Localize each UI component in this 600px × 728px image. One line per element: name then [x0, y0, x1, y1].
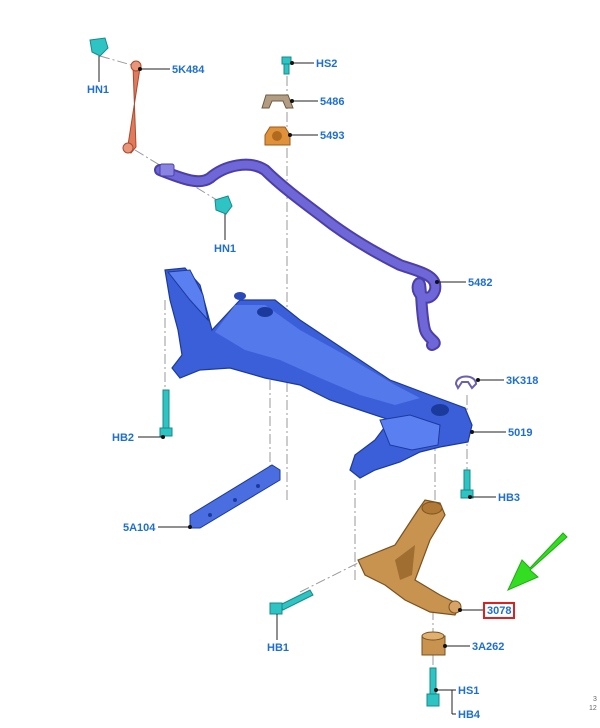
label-5482: 5482: [468, 277, 492, 289]
bolt-hb2: [159, 389, 173, 437]
label-3a262: 3A262: [472, 641, 504, 653]
front-subframe: [164, 267, 473, 479]
bolt-hb3: [460, 469, 474, 499]
stabilizer-bushing-5493: [264, 126, 291, 146]
bolt-hs2: [281, 56, 292, 75]
control-arm-bushing: [421, 631, 446, 656]
label-5019: 5019: [508, 427, 532, 439]
nut-hb4: [426, 693, 440, 707]
label-5a104: 5A104: [123, 522, 156, 534]
label-3078: 3078: [487, 605, 511, 617]
label-hb3: HB3: [498, 492, 520, 504]
label-hn1-top: HN1: [87, 84, 109, 96]
stabilizer-bar: [154, 158, 442, 351]
reinforcement-plate: [189, 464, 281, 529]
leader-dots: [138, 61, 480, 692]
bolt-hb1: [269, 589, 314, 615]
nut-hn1-mid: [214, 195, 233, 215]
label-5486: 5486: [320, 96, 344, 108]
green-arrow-icon: [506, 532, 568, 591]
label-5k484: 5K484: [172, 64, 205, 76]
stabilizer-link: [122, 60, 142, 154]
clip-3k318: [454, 375, 478, 390]
label-3k318: 3K318: [506, 375, 538, 387]
label-hs2: HS2: [316, 58, 337, 70]
nut-hn1-top: [89, 37, 109, 57]
corner-mark-1: 3: [593, 696, 597, 703]
leader-lines: [98, 56, 506, 715]
label-hb4: HB4: [458, 709, 481, 721]
label-hs1: HS1: [458, 685, 479, 697]
stabilizer-bracket-5486: [261, 94, 294, 109]
lower-control-arm: [357, 499, 462, 616]
label-hb1: HB1: [267, 642, 289, 654]
corner-mark-2: 12: [589, 705, 597, 712]
label-hn1-mid: HN1: [214, 243, 236, 255]
highlight-box: [483, 602, 515, 619]
label-5493: 5493: [320, 130, 344, 142]
label-hb2: HB2: [112, 432, 134, 444]
